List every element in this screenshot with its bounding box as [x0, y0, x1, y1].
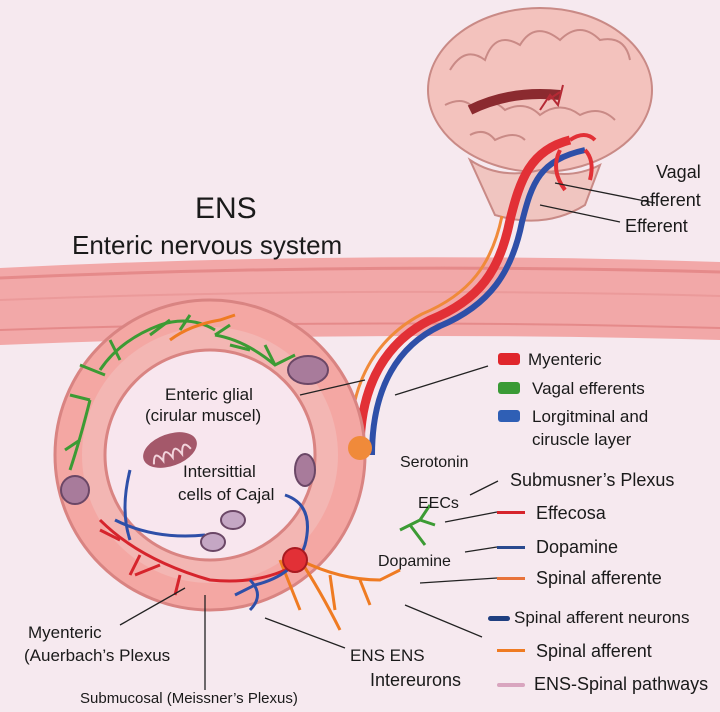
callout-arrows	[119, 182, 656, 690]
legend-label-myenteric: Myenteric	[528, 350, 602, 369]
label-afferent: afferent	[640, 190, 701, 210]
label-intereurons: Intereurons	[370, 670, 462, 690]
orange-branches	[169, 313, 401, 631]
legend-line-dopamine	[497, 546, 525, 549]
legend-dash-spinal-afferent-neurons	[488, 616, 510, 621]
label-submucosal: Submucosal (Meissner’s Plexus)	[80, 690, 298, 707]
label-efferent: Efferent	[625, 216, 688, 236]
legend-line-ens-spinal	[497, 683, 525, 687]
legend-swatch-longitudinal	[498, 410, 520, 422]
legend-line-spinal-afferent	[497, 649, 525, 652]
label-ens-ens: ENS ENS	[350, 646, 425, 665]
colon-cross-section	[53, 298, 367, 612]
legend-line-spinal-afferente	[497, 577, 525, 580]
legend-label-effecosa: Effecosa	[536, 503, 606, 523]
gut-wall	[0, 257, 720, 345]
ganglion-node	[282, 436, 372, 573]
legend-line-effecosa	[497, 511, 525, 514]
label-myenteric: Myenteric	[28, 623, 102, 642]
legend-label-longitudinal-2: ciruscle layer	[532, 430, 632, 449]
label-eecs: EECs	[418, 495, 459, 512]
label-enteric-glial: Enteric glial	[165, 385, 253, 404]
brain-illustration	[427, 7, 653, 222]
legend-swatch-myenteric	[498, 353, 520, 365]
page-subtitle: Enteric nervous system	[72, 230, 343, 260]
green-plexus	[64, 314, 436, 546]
legend-label-dopamine: Dopamine	[536, 537, 619, 557]
label-vagal: Vagal	[656, 162, 701, 182]
mitochondria	[60, 355, 329, 552]
label-auerbach: (Auerbach’s Plexus	[24, 646, 171, 665]
legend-swatch-vagal-efferents	[498, 382, 520, 394]
label-serotonin: Serotonin	[400, 454, 469, 471]
label-dopamine-small: Dopamine	[378, 553, 451, 570]
label-submusner: Submusner’s Plexus	[510, 470, 675, 490]
page-title: ENS	[195, 192, 257, 225]
legend-label-vagal-efferents: Vagal efferents	[532, 379, 645, 398]
blue-branches	[114, 469, 309, 612]
legend-label-longitudinal: Lorgitminal and	[532, 407, 649, 426]
label-intersittial: Intersittial	[183, 462, 256, 481]
label-cells-of-cajal: cells of Cajal	[178, 485, 275, 504]
legend-label-spinal-afferente: Spinal afferente	[536, 568, 662, 588]
label-circular-muscle: (cirular muscel)	[145, 406, 262, 425]
red-submucosal	[98, 518, 296, 596]
legend-label-spinal-afferent-neurons: Spinal afferent neurons	[514, 608, 690, 627]
legend-label-ens-spinal: ENS-Spinal pathways	[534, 674, 709, 694]
legend-label-spinal-afferent: Spinal afferent	[536, 641, 652, 661]
vagal-nerve-bundle	[348, 133, 597, 456]
